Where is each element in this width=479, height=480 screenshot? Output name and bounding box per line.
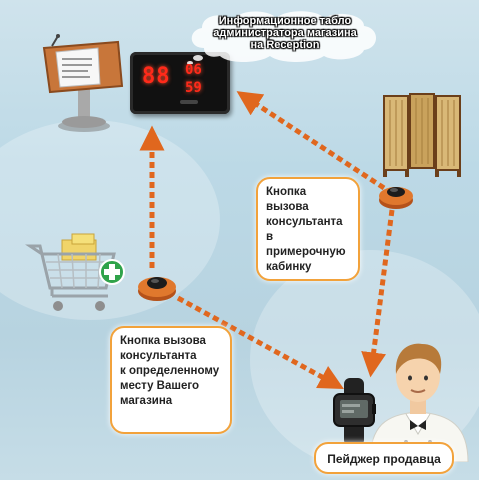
- cloud-shape: [187, 11, 376, 64]
- display-bottom-digits: 59: [185, 80, 202, 96]
- lectern-icon: [42, 34, 124, 132]
- seller-pager-caption: Пейджер продавца: [314, 442, 454, 474]
- arrow-fitting-to-pager: [361, 209, 395, 378]
- fitting-room-caption-text: Кнопка вызова консультанта в примерочную…: [266, 186, 346, 273]
- reception-board-caption: Информационное табло администратора мага…: [184, 8, 384, 64]
- seller-pager-caption-text: Пейджер продавца: [327, 452, 441, 466]
- folding-screen-icon: [383, 93, 461, 177]
- call-button-icon: [379, 187, 413, 209]
- display-main-digits: 88: [142, 64, 171, 89]
- arrow-fitting-to-display: [236, 91, 386, 191]
- shopping-cart-icon: [25, 233, 116, 311]
- pager-watch-icon: [333, 378, 376, 446]
- store-place-caption: Кнопка вызова консультанта к определенно…: [110, 326, 232, 434]
- background-glow: [0, 120, 220, 320]
- call-button-icon: [138, 277, 176, 301]
- fitting-room-caption: Кнопка вызова консультанта в примерочную…: [256, 177, 360, 281]
- led-display-icon: 88 06 59: [130, 52, 230, 114]
- store-place-caption-text: Кнопка вызова консультанта к определенно…: [120, 335, 220, 407]
- plus-badge-icon: [99, 259, 125, 285]
- reception-caption-text: Информационное табло администратора мага…: [213, 15, 357, 51]
- display-top-digits: 06: [185, 62, 202, 78]
